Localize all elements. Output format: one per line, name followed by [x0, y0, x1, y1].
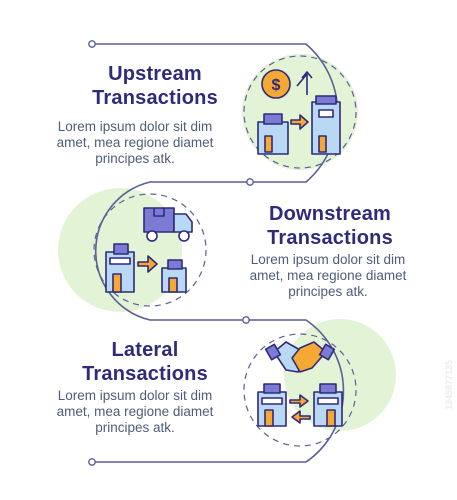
section-3-description: Lorem ipsum dolor sit dim amet, mea regi… [20, 388, 250, 436]
section-1-desc-line-1: Lorem ipsum dolor sit dim [57, 119, 213, 134]
upstream-money-buildings-icon: $ [257, 69, 341, 155]
delivery-truck-buildings-icon [105, 207, 193, 293]
section-1-title: Upstream Transactions [60, 62, 250, 110]
section-1-desc-line-2: amet, mea regione diamet [56, 135, 214, 150]
timeline-dot-2 [246, 178, 254, 186]
timeline-dot-1 [88, 40, 96, 48]
section-2-desc-line-3: principes atk. [288, 284, 368, 299]
section-3-title-line-1: Lateral [111, 339, 179, 361]
section-1-title-line-1: Upstream [108, 63, 202, 85]
icon-ring-1 [243, 55, 357, 169]
section-3-desc-line-2: amet, mea regione diamet [56, 404, 214, 419]
section-2-desc-line-1: Lorem ipsum dolor sit dim [250, 252, 406, 267]
timeline-dot-3 [242, 316, 250, 324]
section-3-title: Lateral Transactions [40, 338, 250, 386]
section-3-desc-line-1: Lorem ipsum dolor sit dim [57, 388, 213, 403]
icon-ring-2 [93, 193, 207, 307]
handshake-buildings-icon [257, 341, 343, 427]
section-3-title-line-2: Transactions [82, 363, 208, 385]
section-2-desc-line-2: amet, mea regione diamet [249, 268, 407, 283]
timeline-dot-4 [88, 458, 96, 466]
section-2-description: Lorem ipsum dolor sit dim amet, mea regi… [213, 252, 443, 300]
section-2-title: Downstream Transactions [225, 202, 435, 250]
section-1-description: Lorem ipsum dolor sit dim amet, mea regi… [20, 119, 250, 167]
section-1-desc-line-3: principes atk. [95, 151, 175, 166]
watermark-id: 1345977135 [444, 359, 454, 410]
svg-text:$: $ [272, 77, 281, 94]
section-1-title-line-2: Transactions [92, 87, 218, 109]
section-2-title-line-1: Downstream [268, 203, 392, 225]
section-2-title-line-2: Transactions [267, 227, 393, 249]
icon-ring-3 [243, 333, 357, 447]
section-3-desc-line-3: principes atk. [95, 420, 175, 435]
